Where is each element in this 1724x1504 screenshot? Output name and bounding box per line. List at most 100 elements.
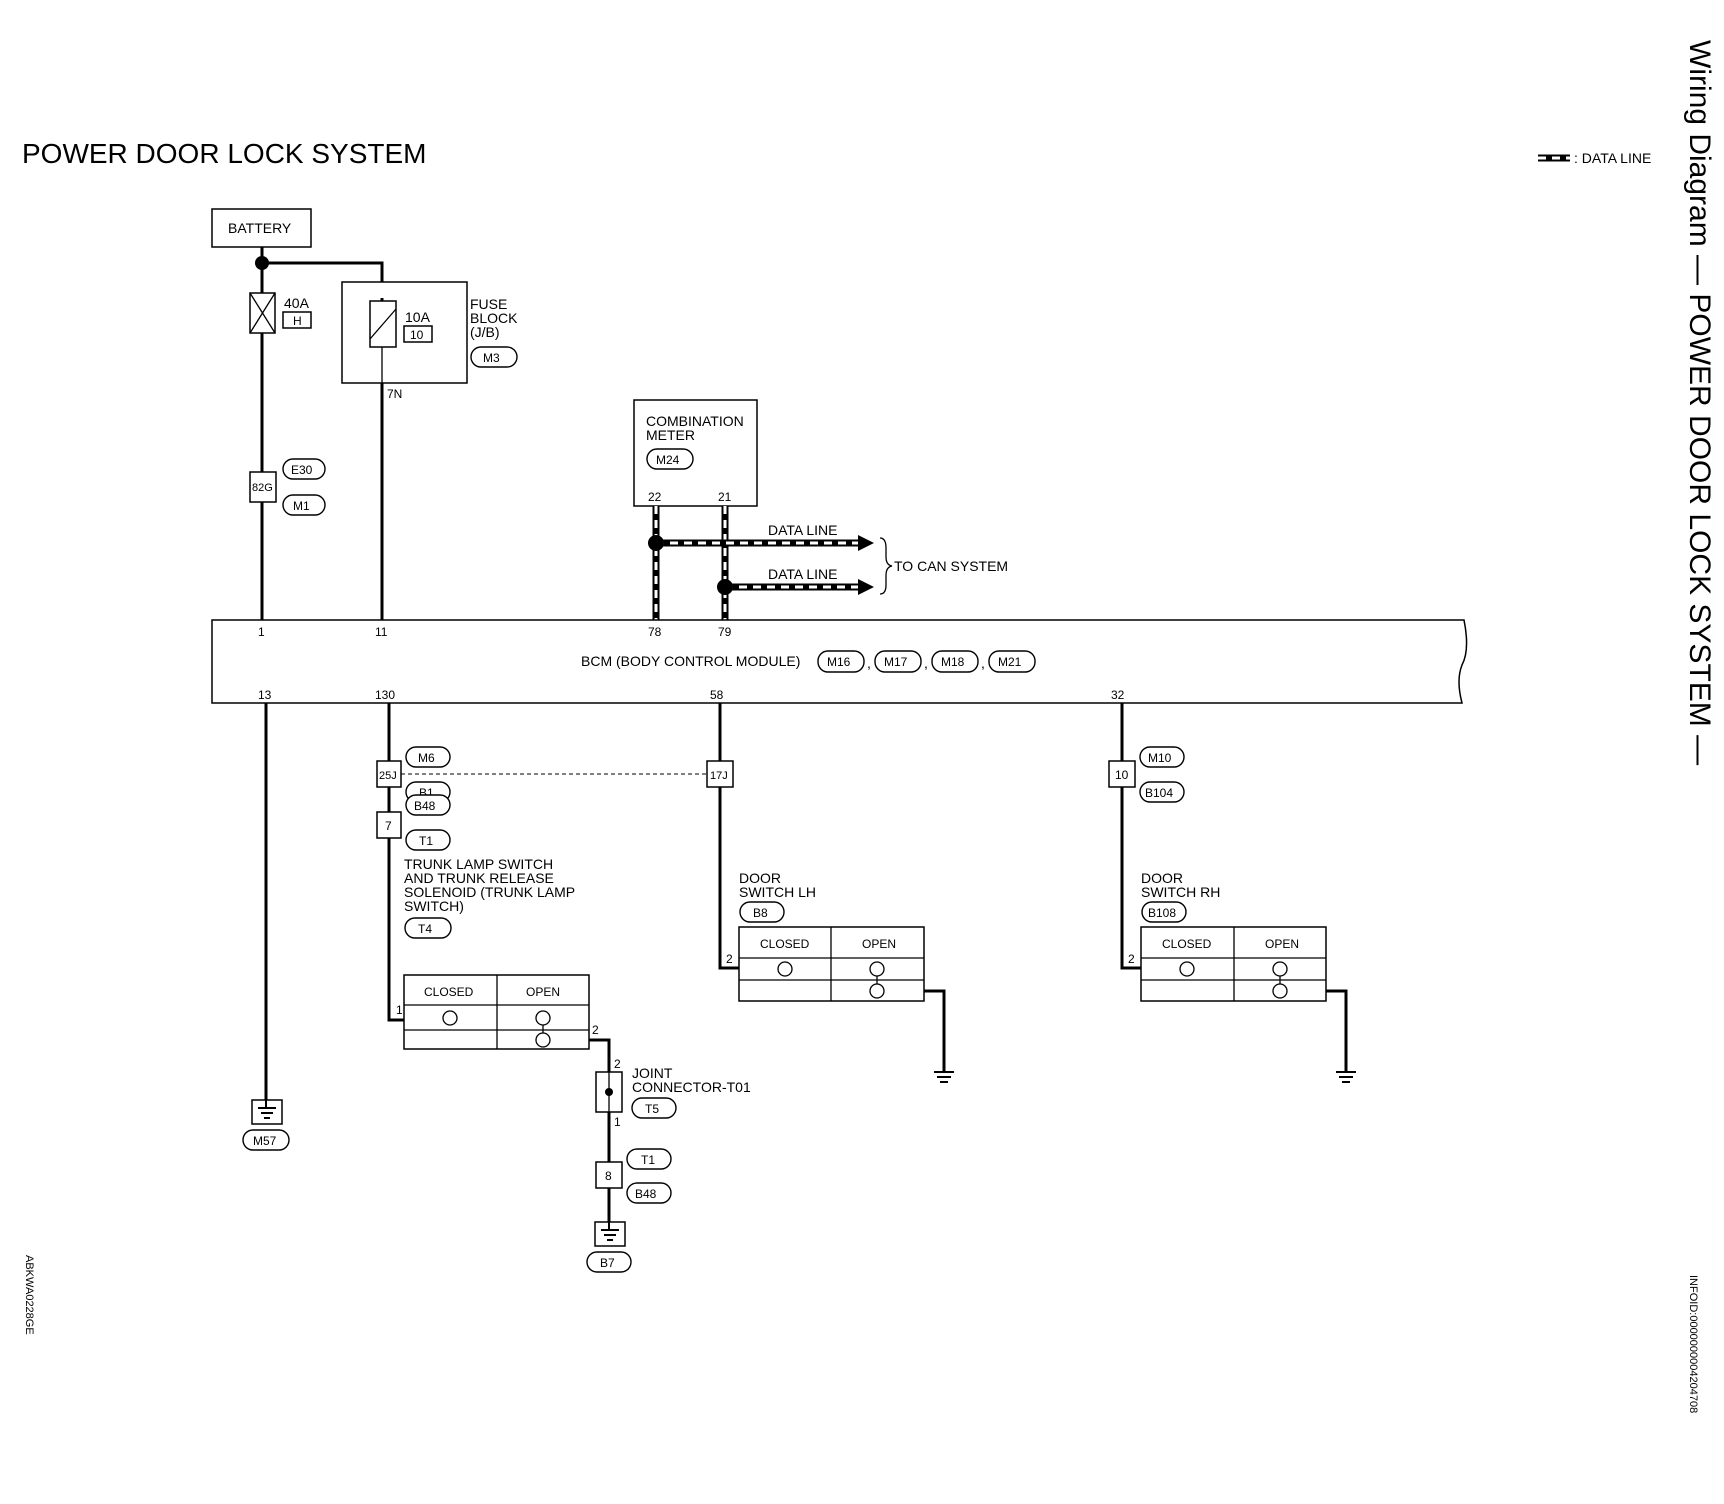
bcm-sep-2: , bbox=[924, 655, 928, 671]
door-lh-closed: CLOSED bbox=[760, 937, 810, 951]
bcm-connector-m16: M16 bbox=[827, 655, 851, 669]
inline-82g-top: E30 bbox=[291, 463, 313, 477]
door-rh-pin: 2 bbox=[1128, 952, 1135, 966]
trunk-switch-closed: CLOSED bbox=[424, 985, 474, 999]
side-title: Wiring Diagram — POWER DOOR LOCK SYSTEM … bbox=[1683, 40, 1716, 765]
door-rh-connector: B108 bbox=[1148, 906, 1176, 920]
inline-17j-pin: 17J bbox=[710, 770, 728, 782]
inline-10-bottom: B104 bbox=[1145, 786, 1173, 800]
bcm-label: BCM (BODY CONTROL MODULE) bbox=[581, 653, 800, 669]
door-lh-pin: 2 bbox=[726, 952, 733, 966]
fuse-block-number: 10 bbox=[410, 328, 424, 342]
door-switch-lh: DOOR SWITCH LH B8 CLOSED OPEN 2 bbox=[726, 870, 925, 1002]
footer-right-id: INFOID:0000000004204708 bbox=[1687, 1275, 1699, 1413]
inline-10-top: M10 bbox=[1148, 751, 1172, 765]
trunk-switch-pin-2: 2 bbox=[592, 1023, 599, 1037]
bcm-pin-79: 79 bbox=[718, 625, 732, 639]
bcm-sep-3: , bbox=[981, 655, 985, 671]
trunk-switch-open: OPEN bbox=[526, 985, 560, 999]
fuse-block-line2: BLOCK bbox=[470, 310, 518, 326]
fuse-40a: 40A H bbox=[249, 292, 312, 334]
door-rh-closed: CLOSED bbox=[1162, 937, 1212, 951]
bcm-pin-32: 32 bbox=[1111, 688, 1125, 702]
door-rh-line1: DOOR bbox=[1141, 870, 1183, 886]
inline-10-pin: 10 bbox=[1115, 768, 1129, 782]
page-title: POWER DOOR LOCK SYSTEM bbox=[22, 138, 427, 169]
fuse-40a-rating: 40A bbox=[284, 295, 310, 311]
joint-connector-pin-top: 2 bbox=[614, 1057, 621, 1071]
fuse-block-connector: M3 bbox=[483, 351, 500, 365]
bcm-connector-m21: M21 bbox=[998, 655, 1022, 669]
trunk-switch-line1: TRUNK LAMP SWITCH bbox=[404, 856, 553, 872]
fuse-40a-letter: H bbox=[293, 314, 302, 328]
trunk-switch-line2: AND TRUNK RELEASE bbox=[404, 870, 554, 886]
trunk-switch-pin-1: 1 bbox=[396, 1003, 403, 1017]
fuse-block-rating: 10A bbox=[405, 309, 431, 325]
fuse-block: 10A 10 FUSE BLOCK (J/B) M3 7N bbox=[341, 281, 518, 401]
bcm-pin-11: 11 bbox=[375, 625, 388, 639]
inline-connector-82g: 82G E30 M1 bbox=[249, 458, 326, 516]
footer-left-code: ABKWA0228GE bbox=[23, 1255, 35, 1335]
bcm-connector-m17: M17 bbox=[884, 655, 908, 669]
inline-25j-pin: 25J bbox=[379, 770, 397, 782]
inline-7-bottom: T1 bbox=[419, 834, 433, 848]
trunk-switch-line3: SOLENOID (TRUNK LAMP bbox=[404, 884, 575, 900]
to-can-system-label: TO CAN SYSTEM bbox=[894, 558, 1008, 574]
ground-m57-label: M57 bbox=[253, 1134, 277, 1148]
fuse-block-terminal: 7N bbox=[387, 387, 402, 401]
fuse-block-line1: FUSE bbox=[470, 296, 507, 312]
door-rh-line2: SWITCH RH bbox=[1141, 884, 1220, 900]
inline-7-top: B48 bbox=[414, 799, 436, 813]
inline-82g-bottom: M1 bbox=[293, 499, 310, 513]
bcm-pin-13: 13 bbox=[258, 688, 272, 702]
inline-connector-8: 8 T1 B48 bbox=[595, 1148, 672, 1204]
data-line-top-label: DATA LINE bbox=[768, 522, 838, 538]
inline-8-pin: 8 bbox=[605, 1169, 612, 1183]
door-switch-rh: DOOR SWITCH RH B108 CLOSED OPEN 2 bbox=[1128, 870, 1327, 1002]
bcm-connector-m18: M18 bbox=[941, 655, 965, 669]
data-lines: DATA LINE DATA LINE TO CAN SYSTEM bbox=[648, 506, 1008, 620]
inline-7-pin: 7 bbox=[385, 819, 392, 833]
trunk-switch-line4: SWITCH) bbox=[404, 898, 464, 914]
combination-meter-connector: M24 bbox=[656, 453, 680, 467]
joint-connector-line2: CONNECTOR-T01 bbox=[632, 1079, 751, 1095]
legend: : DATA LINE bbox=[1538, 150, 1651, 166]
joint-connector-line1: JOINT bbox=[632, 1065, 673, 1081]
fuse-block-line3: (J/B) bbox=[470, 324, 500, 340]
bcm-pin-130: 130 bbox=[375, 688, 395, 702]
combination-meter-pin-21: 21 bbox=[718, 490, 732, 504]
door-lh-line1: DOOR bbox=[739, 870, 781, 886]
combination-meter-line2: METER bbox=[646, 427, 695, 443]
inline-82g-pin: 82G bbox=[252, 482, 273, 494]
trunk-switch-connector: T4 bbox=[418, 922, 432, 936]
door-rh-open: OPEN bbox=[1265, 937, 1299, 951]
bcm-sep-1: , bbox=[867, 655, 871, 671]
joint-connector-pin-bottom: 1 bbox=[614, 1115, 621, 1129]
inline-connector-10: 10 M10 B104 bbox=[1108, 746, 1185, 803]
ground-m57: M57 bbox=[242, 1099, 290, 1151]
inline-8-top: T1 bbox=[641, 1153, 655, 1167]
battery: BATTERY bbox=[211, 208, 312, 248]
ground-door-rh bbox=[1336, 1071, 1356, 1083]
data-line-bottom-label: DATA LINE bbox=[768, 566, 838, 582]
joint-connector-t01: 2 1 JOINT CONNECTOR-T01 T5 bbox=[595, 1057, 751, 1129]
combination-meter-line1: COMBINATION bbox=[646, 413, 744, 429]
ground-b7-label: B7 bbox=[600, 1256, 615, 1270]
ground-b7: B7 bbox=[586, 1221, 632, 1273]
trunk-lamp-switch: TRUNK LAMP SWITCH AND TRUNK RELEASE SOLE… bbox=[396, 856, 599, 1050]
legend-label: : DATA LINE bbox=[1574, 150, 1651, 166]
combination-meter-pin-22: 22 bbox=[648, 490, 662, 504]
inline-connector-25j: 25J M6 B1 bbox=[376, 746, 451, 803]
bcm-pin-78: 78 bbox=[648, 625, 662, 639]
bcm-module: 1 11 78 79 BCM (BODY CONTROL MODULE) M16… bbox=[211, 619, 1468, 704]
ground-door-lh bbox=[934, 1071, 954, 1083]
battery-label: BATTERY bbox=[228, 220, 292, 236]
bcm-pin-58: 58 bbox=[710, 688, 724, 702]
inline-connector-17j: 17J bbox=[706, 760, 734, 788]
bcm-pin-1: 1 bbox=[258, 625, 265, 639]
door-lh-open: OPEN bbox=[862, 937, 896, 951]
inline-25j-top: M6 bbox=[418, 751, 435, 765]
combination-meter: COMBINATION METER M24 22 21 bbox=[633, 399, 758, 507]
inline-8-bottom: B48 bbox=[635, 1187, 657, 1201]
